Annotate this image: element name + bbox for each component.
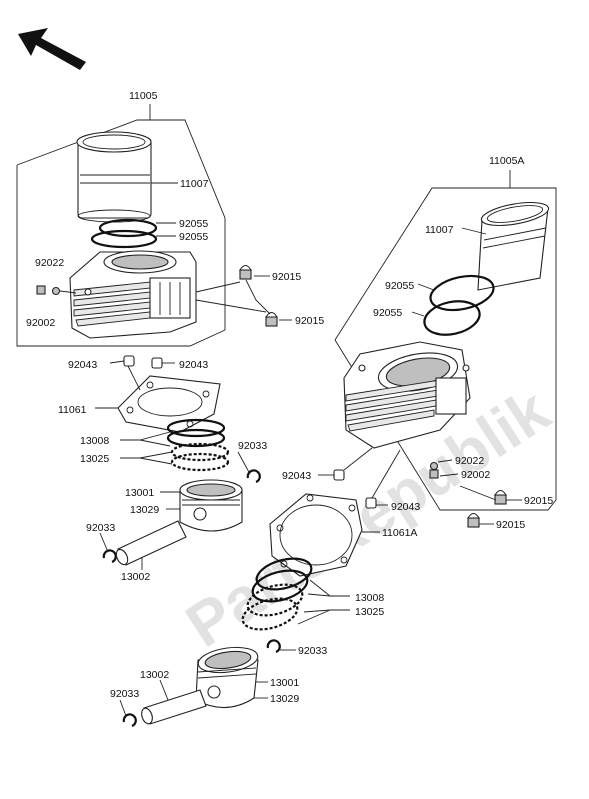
label-11005A: 11005A — [489, 155, 524, 167]
label-92002-right: 92002 — [461, 469, 490, 481]
label-92055-left-a: 92055 — [179, 218, 208, 230]
piston-pin-right — [141, 689, 207, 725]
label-13002-left: 13002 — [121, 571, 150, 583]
label-92043-left-b: 92043 — [179, 359, 208, 371]
label-11007-right: 11007 — [425, 224, 454, 236]
label-92033-right-a: 92033 — [298, 645, 327, 657]
label-92033-right-b: 92033 — [110, 688, 139, 700]
label-92002-left: 92002 — [26, 317, 55, 329]
piston-rings-right — [241, 557, 313, 631]
cap-nut-upper-left — [239, 264, 252, 280]
label-92022-left: 92022 — [35, 257, 64, 269]
label-11005: 11005 — [129, 90, 158, 102]
label-13025-right: 13025 — [355, 606, 384, 618]
label-11061: 11061 — [58, 404, 87, 416]
piston-left — [179, 479, 243, 532]
front-direction-arrow-icon — [18, 28, 86, 70]
label-13029-right: 13029 — [270, 693, 299, 705]
label-92022-right: 92022 — [455, 455, 484, 467]
o-ring-lower-left — [90, 229, 158, 249]
o-ring-upper-left — [98, 218, 158, 238]
cylinder-liner-left — [76, 131, 152, 223]
circlip-right-upper — [266, 639, 281, 654]
washer-92022-right — [429, 461, 439, 471]
label-13008-right: 13008 — [355, 592, 384, 604]
cylinder-base-gasket-left — [117, 375, 221, 433]
bolt-92002-right — [429, 469, 439, 479]
label-11061A: 11061A — [382, 527, 417, 539]
washer-92022-left — [51, 286, 61, 296]
label-92015-right-a: 92015 — [524, 495, 553, 507]
label-13008-left: 13008 — [80, 435, 109, 447]
label-92043-right-b: 92043 — [391, 501, 420, 513]
circlip-right-lower — [122, 713, 137, 728]
dowel-pin-left-a — [123, 355, 135, 367]
label-92015-right-b: 92015 — [496, 519, 525, 531]
label-92015-left-a: 92015 — [272, 271, 301, 283]
part-labels: 11005 11007 92055 92055 92022 92002 9201… — [26, 90, 553, 705]
label-13002-right: 13002 — [140, 669, 169, 681]
label-92033-left-a: 92033 — [238, 440, 267, 452]
cylinder-liner-right — [477, 201, 550, 291]
piston-right — [195, 646, 259, 709]
rear-cylinder-assembly — [16, 104, 292, 570]
cap-nut-upper-right — [494, 489, 507, 505]
label-92055-left-b: 92055 — [179, 231, 208, 243]
dowel-pin-right-b — [365, 497, 377, 509]
cylinder-block-left — [69, 250, 197, 339]
label-13029-left: 13029 — [130, 504, 159, 516]
label-13001-right: 13001 — [270, 677, 299, 689]
label-92043-right-a: 92043 — [282, 470, 311, 482]
label-92043-left-a: 92043 — [68, 359, 97, 371]
label-92015-left-b: 92015 — [295, 315, 324, 327]
cylinder-block-right — [343, 341, 471, 449]
piston-pin-left — [115, 520, 187, 566]
label-92033-left-b: 92033 — [86, 522, 115, 534]
label-92055-right-b: 92055 — [373, 307, 402, 319]
cylinder-base-gasket-right — [269, 493, 363, 577]
circlip-left-lower — [102, 549, 117, 564]
o-ring-lower-right — [423, 300, 481, 336]
label-92055-right-a: 92055 — [385, 280, 414, 292]
bolt-92002-left — [36, 285, 46, 295]
label-11007-left: 11007 — [180, 178, 209, 190]
dowel-pin-left-b — [151, 357, 163, 369]
o-ring-upper-right — [429, 274, 495, 312]
dowel-pin-right-a — [333, 469, 345, 481]
front-cylinder-assembly — [119, 170, 557, 728]
cap-nut-lower-right — [467, 512, 480, 528]
label-13025-left: 13025 — [80, 453, 109, 465]
cap-nut-lower-left — [265, 311, 278, 327]
label-13001-left: 13001 — [125, 487, 154, 499]
circlip-left-upper — [246, 469, 261, 484]
